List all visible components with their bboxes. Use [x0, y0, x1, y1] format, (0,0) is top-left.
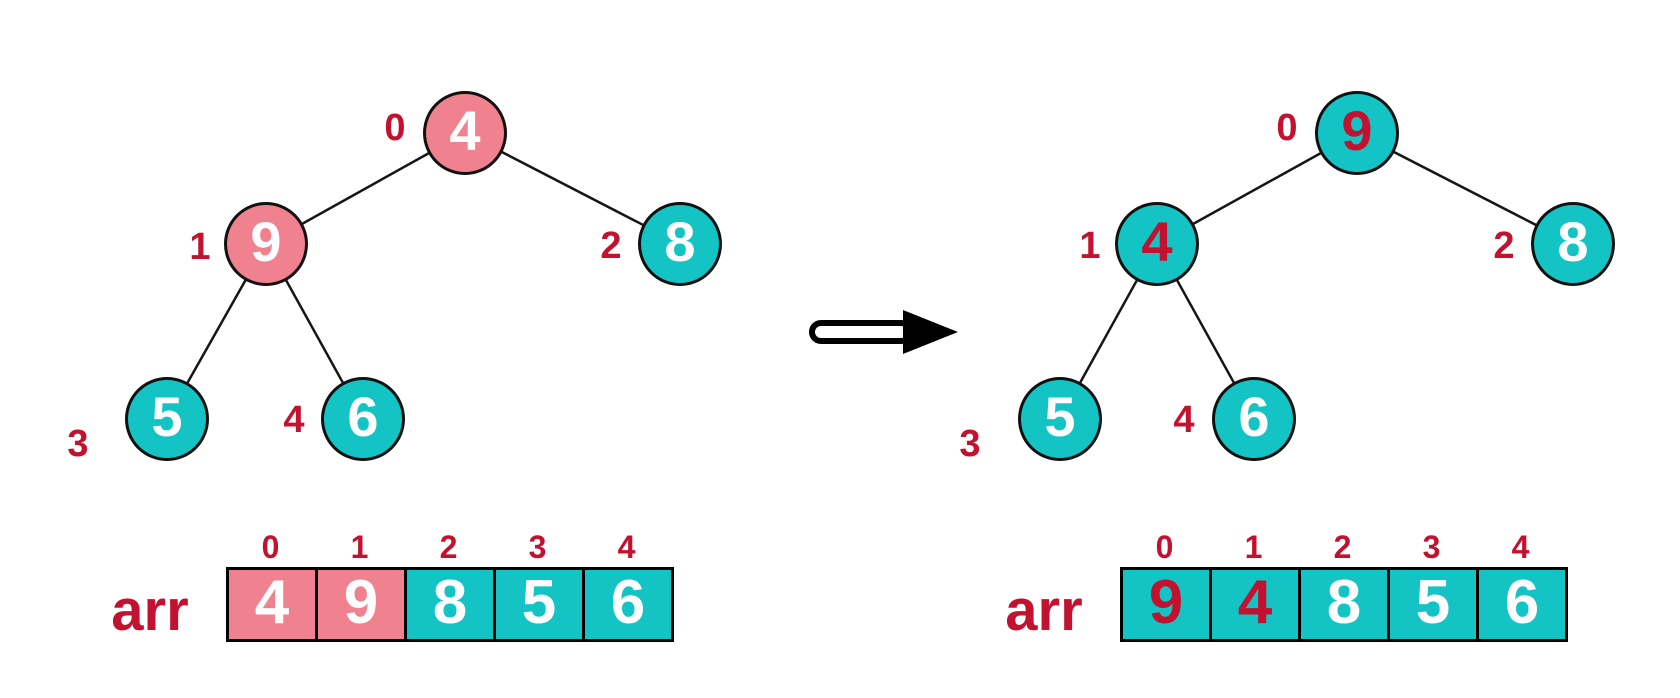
cell-value: 6 — [610, 567, 646, 637]
node-value: 4 — [1141, 210, 1173, 273]
cell-value: 6 — [1504, 567, 1540, 637]
node-value: 6 — [1238, 385, 1270, 448]
cell-value: 8 — [1326, 567, 1362, 637]
node-value: 6 — [347, 385, 379, 448]
array-cell: 5 — [1387, 567, 1479, 642]
node-value: 5 — [151, 385, 183, 448]
node-value: 8 — [1557, 210, 1589, 273]
array-cell: 4 — [1209, 567, 1301, 642]
left-node-index-3: 3 — [67, 423, 89, 465]
cell-value: 4 — [254, 567, 290, 637]
array-index: 0 — [1155, 529, 1174, 565]
arrow-head — [903, 310, 958, 354]
cell-value: 9 — [343, 567, 379, 637]
cell-value: 5 — [1415, 567, 1451, 637]
node-value: 9 — [1341, 99, 1373, 162]
array-index: 3 — [1422, 529, 1441, 565]
array-cell: 8 — [1298, 567, 1390, 642]
right-array: 0 1 2 3 4 9 4 8 5 6 — [1120, 527, 1568, 642]
cell-value: 5 — [521, 567, 557, 637]
array-cell: 9 — [1120, 567, 1212, 642]
array-index: 4 — [1511, 529, 1530, 565]
array-index: 3 — [528, 529, 547, 565]
right-node-index-1: 1 — [1079, 225, 1101, 267]
left-tree-node-4: 6 — [321, 377, 405, 461]
left-array-label: arr — [111, 578, 189, 643]
left-tree-node-3: 5 — [125, 377, 209, 461]
left-array-cells: 4 9 8 5 6 — [226, 567, 674, 642]
left-tree-node-2: 8 — [638, 202, 722, 286]
right-array-indices: 0 1 2 3 4 — [1120, 527, 1568, 563]
array-cell: 8 — [404, 567, 496, 642]
cell-value: 8 — [432, 567, 468, 637]
right-arrow-icon — [809, 310, 958, 354]
left-node-index-4: 4 — [283, 399, 305, 441]
array-index: 1 — [350, 529, 369, 565]
cell-value: 4 — [1237, 567, 1273, 637]
left-array-indices: 0 1 2 3 4 — [226, 527, 674, 563]
left-node-index-1: 1 — [189, 226, 211, 268]
right-tree-node-0: 9 — [1315, 91, 1399, 175]
node-value: 4 — [449, 99, 481, 162]
left-node-index-2: 2 — [600, 225, 622, 267]
array-index: 2 — [1333, 529, 1352, 565]
array-index: 4 — [617, 529, 636, 565]
arrow-body — [809, 320, 913, 344]
right-node-index-2: 2 — [1493, 225, 1515, 267]
node-value: 9 — [250, 210, 282, 273]
node-value: 5 — [1044, 385, 1076, 448]
array-cell: 9 — [315, 567, 407, 642]
right-node-index-3: 3 — [959, 423, 981, 465]
right-tree-node-1: 4 — [1115, 202, 1199, 286]
left-node-index-0: 0 — [384, 107, 406, 149]
right-node-index-4: 4 — [1173, 399, 1195, 441]
array-cell: 6 — [582, 567, 674, 642]
array-index: 1 — [1244, 529, 1263, 565]
array-cell: 6 — [1476, 567, 1568, 642]
right-tree-node-3: 5 — [1018, 377, 1102, 461]
left-tree-node-1: 9 — [224, 202, 308, 286]
right-tree-node-2: 8 — [1531, 202, 1615, 286]
cell-value: 9 — [1148, 567, 1184, 637]
right-node-index-0: 0 — [1276, 107, 1298, 149]
right-array-cells: 9 4 8 5 6 — [1120, 567, 1568, 642]
array-cell: 5 — [493, 567, 585, 642]
left-tree-node-0: 4 — [423, 91, 507, 175]
node-value: 8 — [664, 210, 696, 273]
right-array-label: arr — [1005, 578, 1083, 643]
right-tree-node-4: 6 — [1212, 377, 1296, 461]
array-cell: 4 — [226, 567, 318, 642]
left-array: 0 1 2 3 4 4 9 8 5 6 — [226, 527, 674, 642]
array-index: 2 — [439, 529, 458, 565]
array-index: 0 — [261, 529, 280, 565]
